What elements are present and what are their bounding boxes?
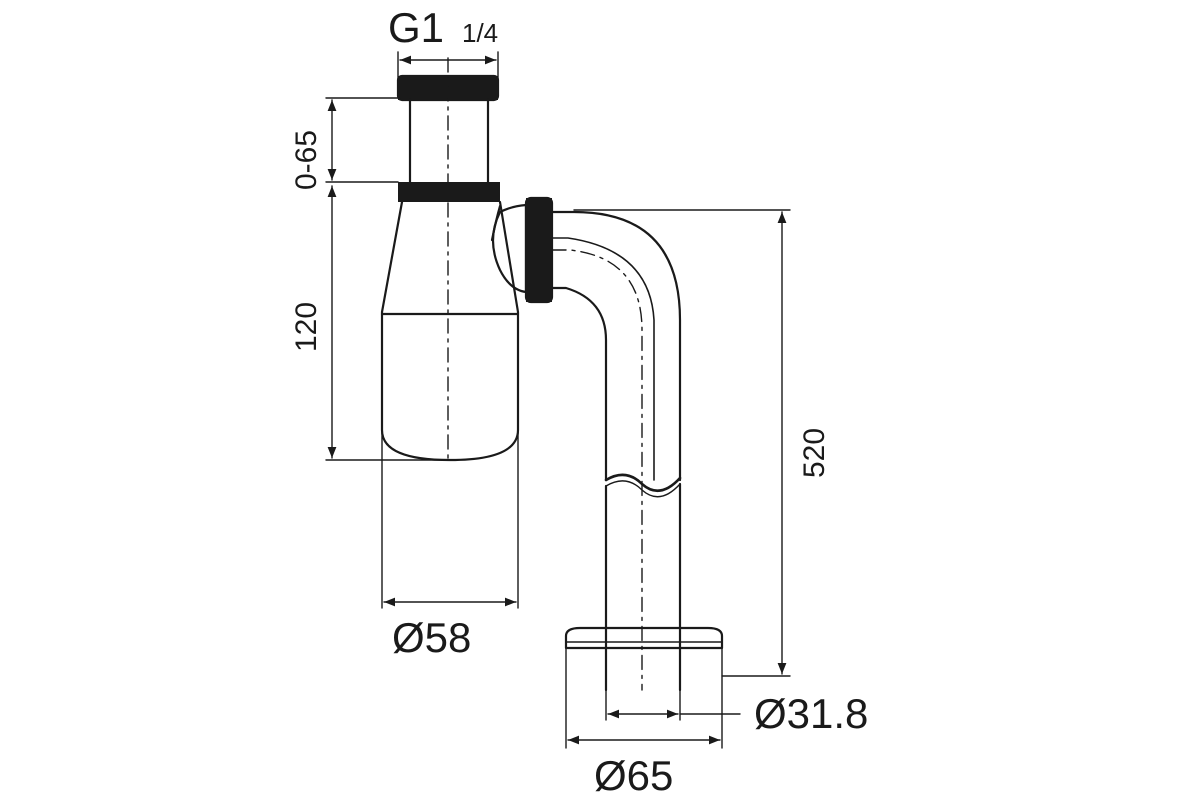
dim-bottle-diameter xyxy=(381,431,519,609)
dim-height-adjust-label: 0-65 xyxy=(290,130,323,190)
dim-height-adjust xyxy=(325,97,399,183)
dim-flange-diameter xyxy=(565,647,723,749)
elbow-nut xyxy=(524,196,554,304)
dim-body-height-label: 120 xyxy=(290,302,323,352)
tail-pipe xyxy=(604,482,682,692)
dim-bottle-diameter-label: Ø58 xyxy=(392,614,471,661)
center-lines xyxy=(447,57,643,691)
pipe-break xyxy=(604,473,682,498)
outlet-spigot xyxy=(491,203,528,294)
thread-label-main: G1 xyxy=(388,4,444,51)
dim-total-height xyxy=(573,209,791,677)
dim-flange-diameter-label: Ø65 xyxy=(594,752,673,799)
dim-pipe-diameter xyxy=(605,689,741,721)
inlet-tube xyxy=(408,98,490,184)
thread-label-fraction: 1/4 xyxy=(462,18,498,48)
dim-total-height-label: 520 xyxy=(798,428,831,478)
dim-body-height xyxy=(325,185,451,461)
nut-ring xyxy=(398,182,500,202)
elbow-pipe xyxy=(550,210,682,482)
dim-thread-width xyxy=(397,51,499,81)
bottle-body xyxy=(380,200,520,462)
dim-pipe-diameter-label: Ø31.8 xyxy=(754,690,868,737)
bottom-flange xyxy=(564,626,724,650)
